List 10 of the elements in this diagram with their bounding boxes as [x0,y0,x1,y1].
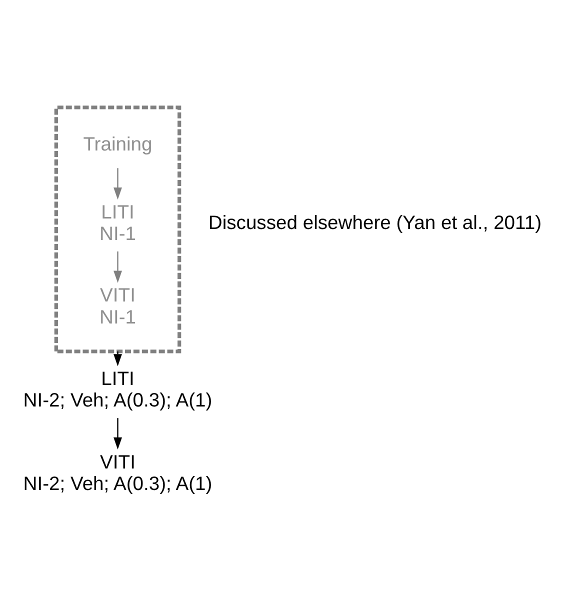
node-text: VITI NI-1 [100,286,136,328]
node-label: Discussed elsewhere (Yan et al., 2011) [208,213,542,234]
arrow [114,168,122,200]
arrow [114,418,122,450]
node-text: LITI NI-1 [100,202,136,246]
arrow [114,351,122,366]
node-text: VITI NI-2; Veh; A(0.3); A(1) [23,452,212,496]
node-text: LITI NI-2; Veh; A(0.3); A(1) [23,369,212,412]
arrow [114,251,122,283]
node-text: Training [83,134,152,156]
